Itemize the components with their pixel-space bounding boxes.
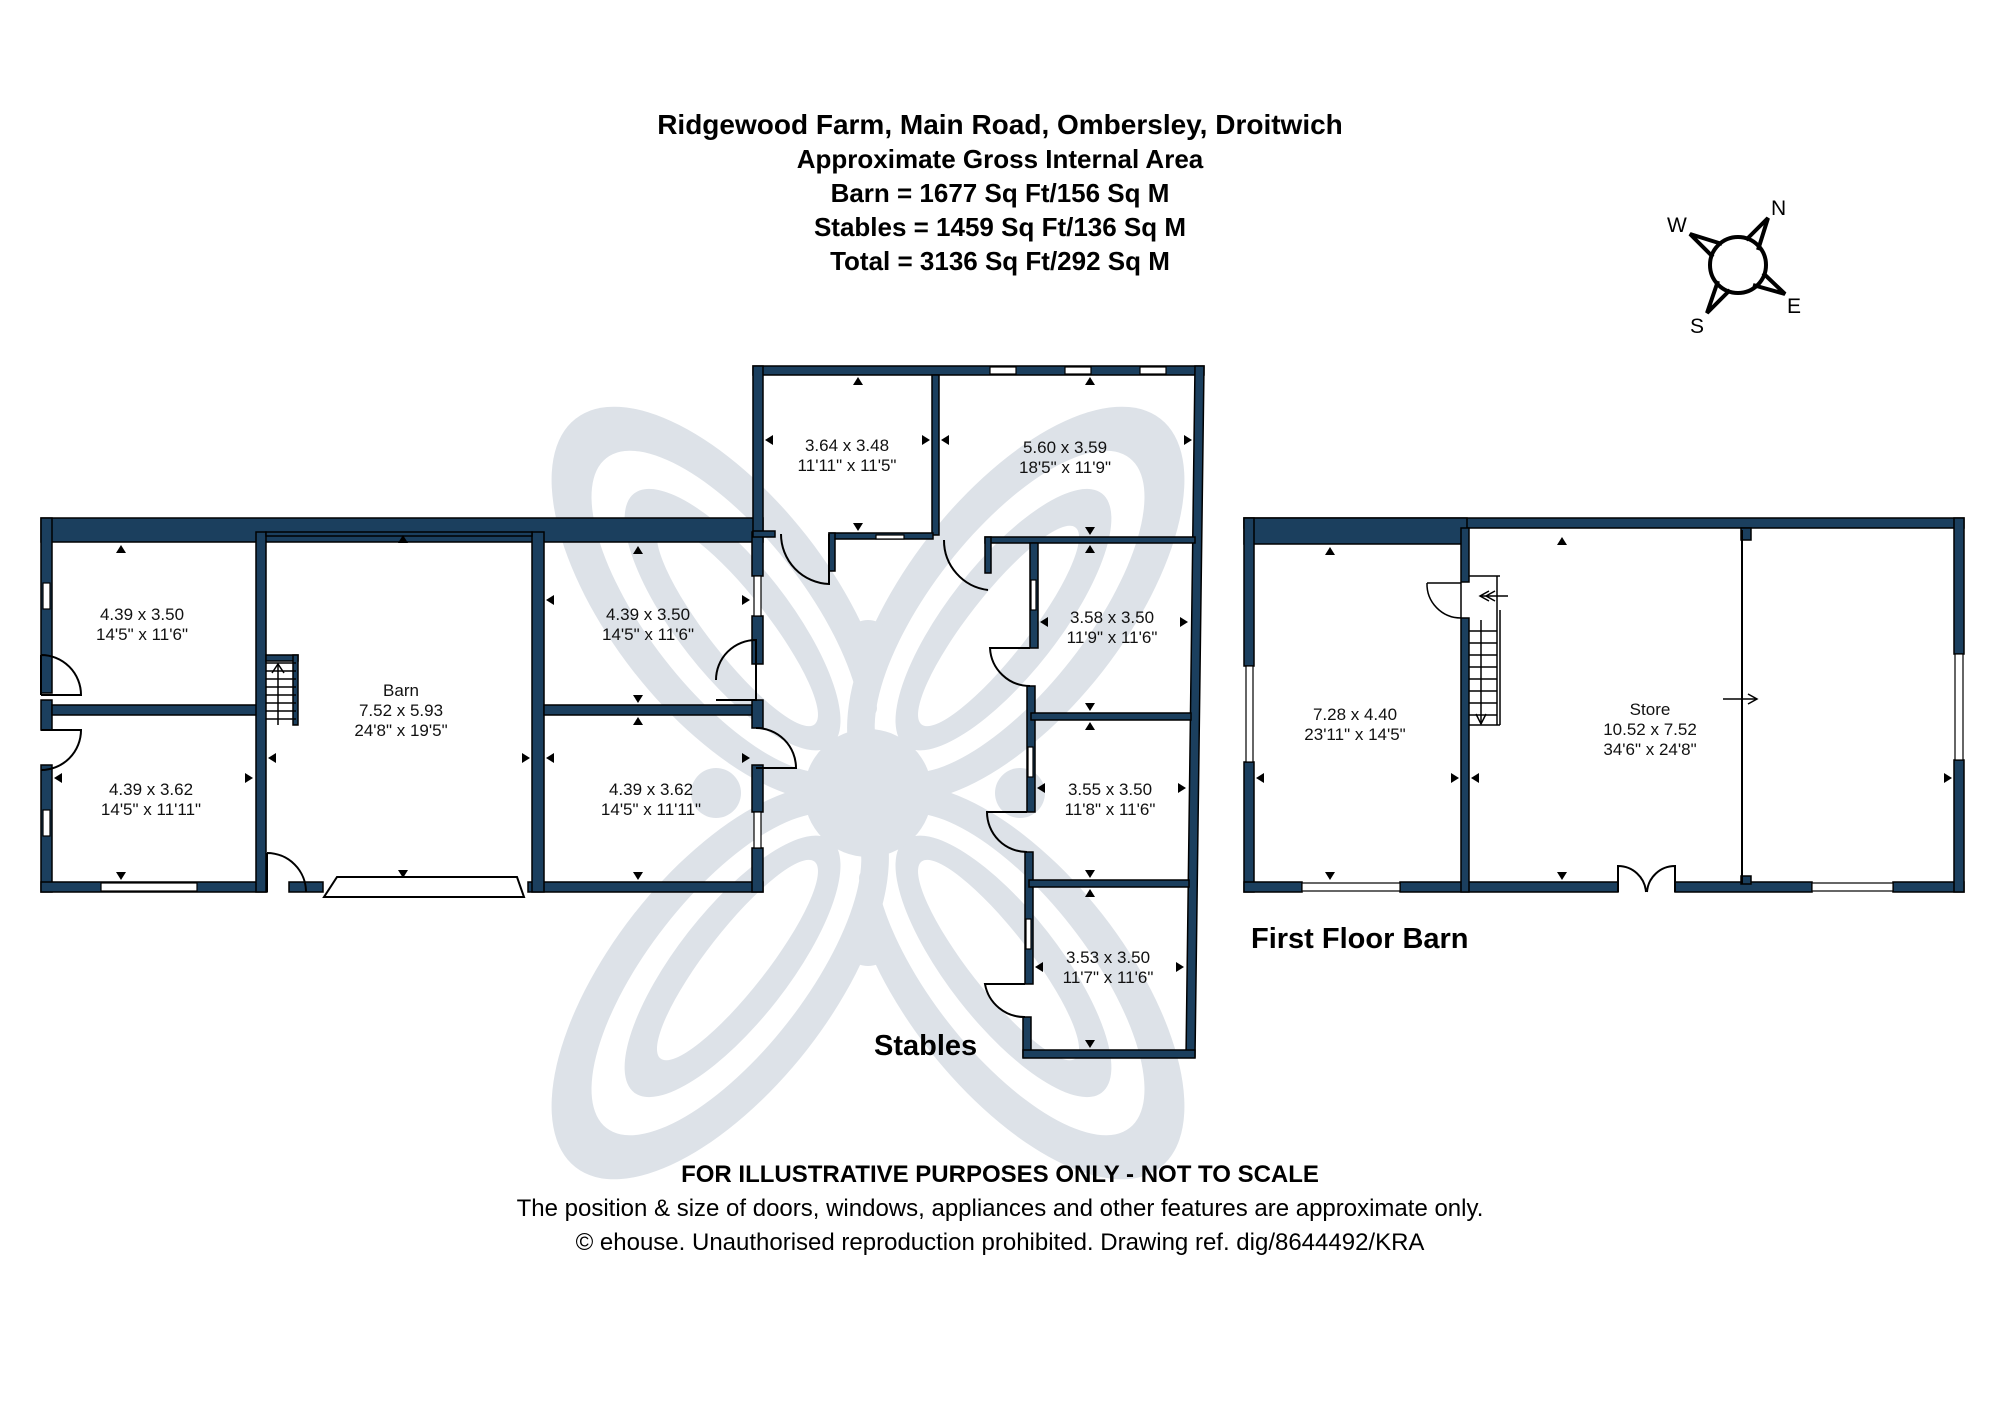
compass-icon (1688, 216, 1787, 315)
svg-text:4.39 x 3.50: 4.39 x 3.50 (100, 605, 184, 624)
property-address: Ridgewood Farm, Main Road, Ombersley, Dr… (657, 109, 1343, 140)
svg-text:34'6" x 24'8": 34'6" x 24'8" (1603, 740, 1696, 759)
svg-text:4.39 x 3.50: 4.39 x 3.50 (606, 605, 690, 624)
stable-room-6: 3.55 x 3.50 11'8" x 11'6" (1065, 780, 1156, 819)
plan-footer: FOR ILLUSTRATIVE PURPOSES ONLY - NOT TO … (0, 1158, 2000, 1260)
svg-text:11'8" x 11'6": 11'8" x 11'6" (1065, 800, 1156, 819)
svg-text:Barn: Barn (383, 681, 419, 700)
stable-room-1: 4.39 x 3.50 14'5" x 11'6" (602, 605, 694, 644)
stable-room-4: 5.60 x 3.59 18'5" x 11'9" (1019, 438, 1111, 477)
svg-text:4.39 x 3.62: 4.39 x 3.62 (109, 780, 193, 799)
stable-room-5: 3.58 x 3.50 11'9" x 11'6" (1067, 608, 1158, 647)
compass-east-label: E (1787, 295, 1801, 318)
svg-text:18'5" x 11'9": 18'5" x 11'9" (1019, 458, 1111, 477)
svg-text:23'11" x 14'5": 23'11" x 14'5" (1304, 725, 1405, 744)
svg-text:14'5" x 11'11": 14'5" x 11'11" (101, 800, 201, 819)
area-subtitle: Approximate Gross Internal Area (796, 144, 1204, 174)
doors-ground-barn (40, 638, 798, 898)
svg-text:11'7" x 11'6": 11'7" x 11'6" (1063, 968, 1154, 987)
stable-room-3: 3.64 x 3.48 11'11" x 11'5" (798, 436, 897, 475)
stable-room-7: 3.53 x 3.50 11'7" x 11'6" (1063, 948, 1154, 987)
svg-text:4.39 x 3.62: 4.39 x 3.62 (609, 780, 693, 799)
staircase-icon (266, 662, 296, 725)
svg-text:7.28 x 4.40: 7.28 x 4.40 (1313, 705, 1397, 724)
first-floor-room-1: 7.28 x 4.40 23'11" x 14'5" (1304, 705, 1405, 744)
svg-text:3.53 x 3.50: 3.53 x 3.50 (1066, 948, 1150, 967)
dimension-markers (54, 377, 1952, 1048)
disclaimer: FOR ILLUSTRATIVE PURPOSES ONLY - NOT TO … (681, 1161, 1319, 1188)
svg-text:3.64 x 3.48: 3.64 x 3.48 (805, 436, 889, 455)
svg-text:11'9" x 11'6": 11'9" x 11'6" (1067, 628, 1158, 647)
svg-text:24'8" x 19'5": 24'8" x 19'5" (354, 721, 447, 740)
room-barn: Barn 7.52 x 5.93 24'8" x 19'5" (354, 681, 447, 740)
first-floor-store: Store 10.52 x 7.52 34'6" x 24'8" (1603, 700, 1697, 759)
stable-room-2: 4.39 x 3.62 14'5" x 11'11" (601, 780, 701, 819)
svg-text:10.52 x 7.52: 10.52 x 7.52 (1603, 720, 1697, 739)
room-left-bottom: 4.39 x 3.62 14'5" x 11'11" (101, 780, 201, 819)
compass-south-label: S (1690, 315, 1704, 338)
approximation-note: The position & size of doors, windows, a… (516, 1195, 1484, 1222)
svg-text:11'11" x 11'5": 11'11" x 11'5" (798, 456, 897, 475)
plan-header: Ridgewood Farm, Main Road, Ombersley, Dr… (0, 108, 2000, 278)
svg-text:14'5" x 11'6": 14'5" x 11'6" (96, 625, 188, 644)
svg-text:3.58 x 3.50: 3.58 x 3.50 (1070, 608, 1154, 627)
barn-area: Barn = 1677 Sq Ft/156 Sq M (830, 178, 1170, 208)
compass-north-label: N (1771, 197, 1786, 220)
compass-west-label: W (1667, 214, 1687, 237)
svg-text:14'5" x 11'11": 14'5" x 11'11" (601, 800, 701, 819)
svg-text:Store: Store (1630, 700, 1671, 719)
svg-text:14'5" x 11'6": 14'5" x 11'6" (602, 625, 694, 644)
first-floor-staircase-icon (1426, 575, 1759, 726)
copyright-notice: © ehouse. Unauthorised reproduction proh… (575, 1229, 1425, 1256)
svg-text:3.55 x 3.50: 3.55 x 3.50 (1068, 780, 1152, 799)
room-left-top: 4.39 x 3.50 14'5" x 11'6" (96, 605, 188, 644)
stables-section-label: Stables (874, 1030, 977, 1062)
svg-text:7.52 x 5.93: 7.52 x 5.93 (359, 701, 443, 720)
doors-stables (779, 533, 1031, 1019)
stables-walls (752, 365, 1205, 1059)
french-doors-first-floor (1617, 864, 1676, 893)
windows-first-floor (1245, 653, 1964, 892)
stables-area: Stables = 1459 Sq Ft/136 Sq M (813, 212, 1187, 242)
svg-text:5.60 x 3.59: 5.60 x 3.59 (1023, 438, 1107, 457)
windows-stables (875, 366, 1167, 950)
windows-ground-barn (42, 575, 762, 892)
first-floor-section-label: First Floor Barn (1251, 923, 1469, 955)
first-floor-walls (1243, 517, 1965, 893)
total-area: Total = 3136 Sq Ft/292 Sq M (830, 246, 1170, 276)
